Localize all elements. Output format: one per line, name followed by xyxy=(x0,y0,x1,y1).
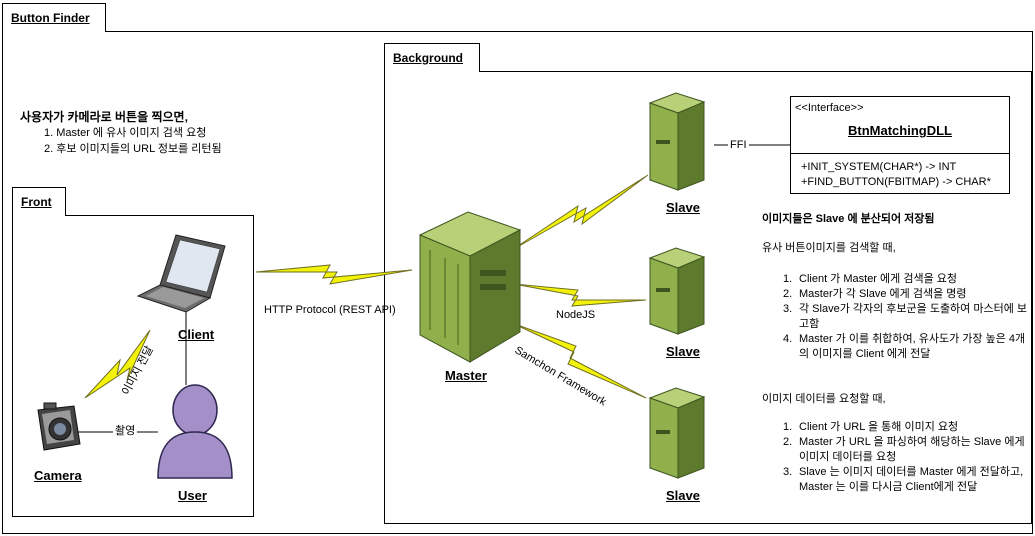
search-step-4: 4.Master 가 이를 취합하여, 유사도가 가장 높은 4개의 이미지를 … xyxy=(783,333,1026,360)
search-step-3: 3.각 Slave가 각자의 후보군을 도출하여 마스터에 보고함 xyxy=(783,303,1028,330)
request-steps: 1.Client 가 URL 을 통해 이미지 요청 2.Master 가 UR… xyxy=(783,420,1028,495)
http-lightning xyxy=(255,264,413,285)
slave1-server-icon xyxy=(648,92,706,191)
request-step-1: 1.Client 가 URL 을 통해 이미지 요청 xyxy=(783,421,959,433)
nodejs-label: NodeJS xyxy=(556,309,596,321)
intro-title: 사용자가 카메라로 버튼을 찍으면, xyxy=(20,110,188,124)
request-intro: 이미지 데이터를 요청할 때, xyxy=(762,393,886,405)
interface-method-1: +INIT_SYSTEM(CHAR*) -> INT xyxy=(801,161,957,173)
ffi-label: FFI xyxy=(728,138,749,153)
camera-label: Camera xyxy=(34,468,82,483)
search-intro: 유사 버튼이미지를 검색할 때, xyxy=(762,242,896,254)
http-protocol-label: HTTP Protocol (REST API) xyxy=(264,304,396,316)
search-step-1: 1.Client 가 Master 에게 검색을 요청 xyxy=(783,273,957,285)
intro-item-2: 2. 후보 이미지들의 URL 정보를 리턴됨 xyxy=(44,143,222,155)
background-tab: Background xyxy=(384,43,480,72)
intro-item-1: 1. Master 에 유사 이미지 검색 요청 xyxy=(44,127,207,139)
slave3-server-icon xyxy=(648,387,706,479)
image-transfer-lightning xyxy=(84,329,151,399)
slave1-label: Slave xyxy=(666,200,700,215)
front-frame xyxy=(12,215,254,517)
button-finder-tab: Button Finder xyxy=(2,3,106,32)
slave3-lightning xyxy=(511,322,647,399)
background-frame xyxy=(384,71,1032,524)
slave1-lightning xyxy=(511,174,649,251)
request-step-2: 2.Master 가 URL 을 파싱하여 해당하는 Slave 에게 이미지 … xyxy=(783,436,1025,463)
slave3-label: Slave xyxy=(666,488,700,503)
samchon-framework-label: Samchon Framework xyxy=(512,344,608,408)
master-label: Master xyxy=(445,368,487,383)
shoot-label: 촬영 xyxy=(113,424,138,439)
interface-method-2: +FIND_BUTTON(FBITMAP) -> CHAR* xyxy=(801,176,991,188)
camera-icon xyxy=(37,402,81,451)
client-label: Client xyxy=(178,327,215,342)
interface-name: BtnMatchingDLL xyxy=(848,123,952,138)
button-finder-frame xyxy=(2,31,1033,534)
slave2-lightning xyxy=(513,283,647,307)
notes-heading: 이미지들은 Slave 에 분산되어 저장됨 xyxy=(762,213,935,225)
front-tab: Front xyxy=(12,187,66,216)
interface-box: <<Interface>> BtnMatchingDLL +INIT_SYSTE… xyxy=(790,96,1010,194)
user-label: User xyxy=(178,488,207,503)
search-steps: 1.Client 가 Master 에게 검색을 요청 2.Master가 각 … xyxy=(783,272,1028,362)
interface-stereotype: <<Interface>> xyxy=(795,102,864,114)
request-step-3: 3.Slave 는 이미지 데이터를 Master 에게 전달하고, Maste… xyxy=(783,466,1024,493)
search-step-2: 2.Master가 각 Slave 에게 검색을 명령 xyxy=(783,288,967,300)
user-icon xyxy=(157,384,233,479)
slave2-label: Slave xyxy=(666,344,700,359)
master-server-icon xyxy=(418,211,522,363)
slave2-server-icon xyxy=(648,247,706,335)
laptop-icon xyxy=(136,234,226,313)
